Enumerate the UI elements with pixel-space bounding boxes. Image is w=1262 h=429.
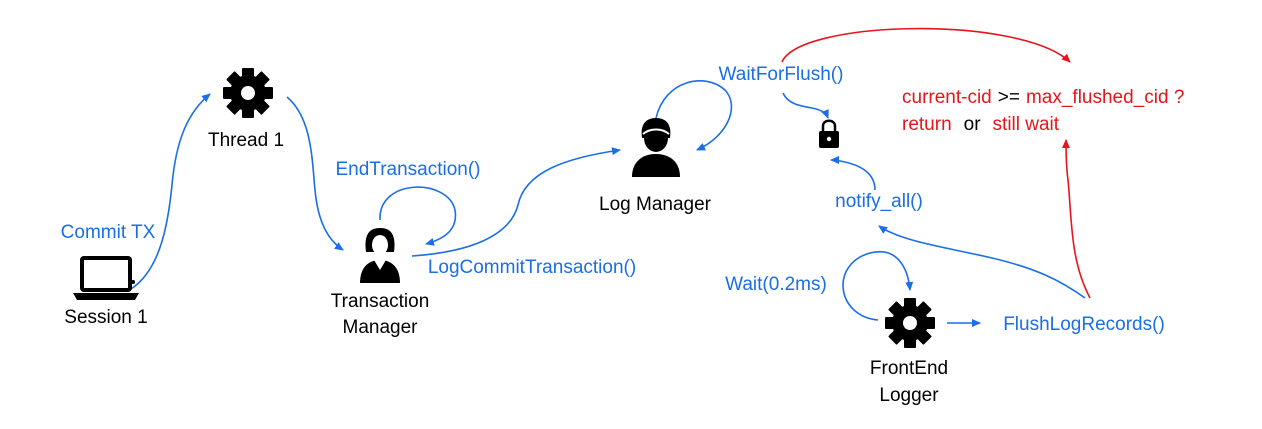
edge-wait-for-flush-loop bbox=[655, 80, 733, 151]
edge-frontend-to-notify bbox=[878, 225, 1086, 299]
commit-tx-label: Commit TX bbox=[61, 222, 156, 243]
lock-icon bbox=[819, 119, 839, 148]
log-manager-label: Log Manager bbox=[599, 194, 712, 215]
edge-wait-loop bbox=[842, 250, 914, 321]
flush-log-records-label: FlushLogRecords() bbox=[1003, 314, 1165, 335]
operator-text: >= bbox=[998, 87, 1020, 108]
gear-icon bbox=[223, 68, 273, 118]
edge-log-manager-to-lock bbox=[782, 92, 829, 119]
end-transaction-label: EndTransaction() bbox=[335, 159, 480, 180]
still-wait-text: still wait bbox=[993, 114, 1060, 135]
laptop-icon bbox=[73, 256, 139, 300]
edge-session-to-thread bbox=[130, 93, 211, 290]
edge-end-transaction-loop bbox=[379, 186, 457, 246]
log-commit-transaction-label: LogCommitTransaction() bbox=[428, 257, 636, 278]
wait-for-flush-label: WaitForFlush() bbox=[719, 64, 844, 85]
gear-icon bbox=[885, 298, 935, 348]
edges bbox=[130, 27, 1091, 327]
person-male-icon bbox=[632, 118, 680, 177]
transaction-manager-label-line2: Manager bbox=[343, 317, 419, 338]
edge-lock-to-condition bbox=[781, 27, 1071, 63]
edge-notify-to-lock bbox=[830, 156, 876, 191]
person-female-icon bbox=[360, 228, 400, 283]
condition-line2: return or still wait bbox=[902, 114, 1060, 135]
edge-thread-to-transaction-manager bbox=[286, 96, 344, 251]
transaction-manager-label-line1: Transaction bbox=[331, 291, 430, 312]
max-flushed-cid-text: max_flushed_cid ? bbox=[1026, 87, 1184, 108]
wait-label: Wait(0.2ms) bbox=[725, 274, 827, 295]
current-cid-text: current-cid bbox=[902, 87, 992, 108]
edge-transaction-manager-to-log-manager bbox=[411, 147, 621, 257]
edge-frontend-to-condition bbox=[1062, 139, 1091, 299]
return-text: return bbox=[902, 114, 952, 135]
condition-line1: current-cid >= max_flushed_cid ? bbox=[902, 87, 1184, 108]
thread-label: Thread 1 bbox=[208, 130, 284, 151]
frontend-logger-label-line1: FrontEnd bbox=[870, 358, 948, 379]
frontend-logger-label-line2: Logger bbox=[879, 385, 939, 406]
session-label: Session 1 bbox=[64, 307, 147, 328]
notify-all-label: notify_all() bbox=[835, 191, 923, 212]
or-text: or bbox=[964, 114, 982, 135]
